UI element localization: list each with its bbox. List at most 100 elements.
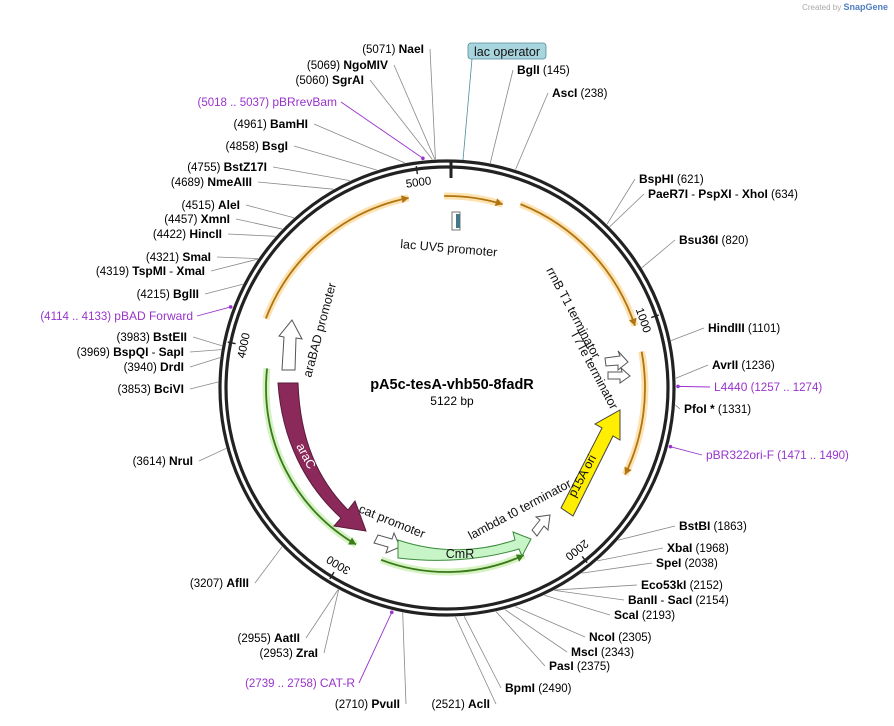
arc-arrowhead (624, 466, 632, 475)
enzyme-position: (5071) (362, 44, 398, 56)
tick-mark (650, 314, 659, 319)
enzyme-name: NgoMIV (343, 58, 388, 72)
enzyme-label: (5069) NgoMIV (307, 58, 388, 72)
promoter-arcs (262, 192, 649, 477)
enzyme-name: ZraI (296, 646, 318, 660)
promoter-arc (624, 351, 646, 476)
enzyme-name: BstZ17I (224, 160, 267, 174)
tick-mark (581, 556, 588, 564)
enzyme-position: (4422) (153, 229, 189, 241)
primer-leader (340, 101, 424, 159)
enzyme-label: BstBI (1863) (679, 519, 747, 533)
enzyme-position: (621) (674, 174, 704, 186)
enzyme-leader (313, 123, 405, 164)
enzyme-leader (429, 48, 436, 160)
enzyme-leader (393, 64, 436, 160)
primer-label: (5018 .. 5037) pBRrevBam (198, 95, 338, 109)
enzyme-name: BanII (628, 593, 657, 607)
enzyme-leader (257, 181, 334, 190)
enzyme-name: DrdI (160, 360, 184, 374)
enzyme-label: (2953) ZraI (260, 646, 318, 660)
tick-label: 4000 (236, 332, 253, 360)
enzyme-position: (4689) (171, 177, 207, 189)
enzyme-leader (618, 525, 676, 541)
arabad-promoter-label: araBAD promoter (300, 281, 339, 379)
enzyme-position: (2521) (432, 699, 468, 711)
rrnb-terminator-label: rrnB T1 terminator (543, 265, 603, 361)
cmr-label: CmR (446, 547, 474, 561)
lac-uv5-label: lac UV5 promoter (400, 237, 498, 259)
enzyme-position: (4457) (164, 214, 200, 226)
arc-arrowhead (628, 317, 637, 326)
enzyme-name: XhoI (742, 187, 768, 201)
arc-arrowhead (348, 537, 357, 545)
enzyme-label: BpmI (2490) (505, 681, 572, 695)
enzyme-name: XbaI (667, 541, 692, 555)
primer-leader (677, 385, 711, 388)
enzyme-name: PaeR7I (648, 187, 688, 201)
enzyme-leader (609, 193, 645, 228)
enzyme-name: AclI (468, 697, 490, 711)
enzyme-name: BspHI (639, 172, 674, 186)
backbone-inner (224, 165, 670, 611)
enzyme-leader (670, 327, 705, 342)
enzyme-label: XbaI (1968) (667, 541, 729, 555)
enzyme-label: HindIII (1101) (708, 321, 780, 335)
enzyme-position: (1863) (710, 521, 747, 533)
enzyme-name: XmnI (201, 212, 230, 226)
tick-mark (415, 166, 419, 175)
enzyme-position: (2305) (615, 632, 652, 644)
primer-name: pBR322ori-F (706, 448, 774, 462)
enzyme-leader (204, 283, 243, 295)
promoter-arc (265, 196, 409, 319)
enzyme-name: NmeAIII (207, 175, 252, 189)
primer-position: (1471 .. 1490) (774, 450, 849, 462)
enzyme-label: (3853) BciVI (118, 382, 184, 396)
enzyme-position: (238) (577, 88, 607, 100)
enzyme-name: NaeI (399, 42, 424, 56)
enzyme-label: (2521) AclI (432, 697, 490, 711)
enzyme-separator: - (688, 189, 698, 201)
primer-labels: (5018 .. 5037) pBRrevBam(4114 .. 4133) p… (40, 95, 849, 690)
enzyme-position: (1968) (692, 543, 729, 555)
primer-site (676, 384, 680, 389)
plasmid-length: 5122 bp (430, 394, 474, 408)
enzyme-label: (4961) BamHI (234, 117, 308, 131)
enzyme-name: AatII (274, 631, 300, 645)
enzyme-position: (2490) (535, 683, 572, 695)
enzyme-leader (192, 336, 223, 347)
primer-name: CAT-R (320, 676, 355, 690)
enzyme-name: PvuII (371, 697, 400, 711)
primer-label: (2739 .. 2758) CAT-R (245, 676, 355, 690)
arc-glow (621, 350, 649, 477)
enzyme-position: (4321) (146, 252, 182, 264)
enzyme-position: (2154) (692, 595, 729, 607)
primer-leader (358, 612, 393, 684)
enzyme-leader (272, 166, 350, 182)
enzyme-label: PaeR7I - PspXI - XhoI (634) (648, 187, 798, 201)
primer-label: L4440 (1257 .. 1274) (714, 380, 822, 394)
tick-label: 5000 (405, 175, 432, 190)
enzyme-name: AleI (218, 198, 240, 212)
enzyme-leader (235, 218, 283, 230)
backbone-outer (218, 159, 676, 617)
enzyme-label: (4422) HincII (153, 227, 222, 241)
lambda-t0-arrow (531, 514, 551, 537)
enzyme-name: TspMI (132, 264, 166, 278)
enzyme-label: (3207) AflII (190, 576, 249, 590)
enzyme-label: (4689) NmeAIII (171, 175, 252, 189)
cat-promoter-arrow (373, 531, 401, 554)
enzyme-leader (544, 594, 611, 616)
enzyme-position: (4319) (96, 266, 132, 278)
enzyme-position: (4755) (187, 162, 223, 174)
enzyme-label: BanII - SacI (2154) (628, 593, 729, 607)
enzyme-position: (3207) (190, 578, 226, 590)
enzyme-leader (675, 404, 681, 410)
enzyme-position: (3614) (133, 456, 169, 468)
enzyme-label: (4858) BsgI (226, 139, 288, 153)
enzyme-leader (216, 256, 259, 260)
enzyme-name: SapI (159, 345, 184, 359)
primer-name: pBRrevBam (272, 95, 337, 109)
enzyme-separator: - (657, 595, 667, 607)
enzyme-name: AscI (552, 86, 577, 100)
